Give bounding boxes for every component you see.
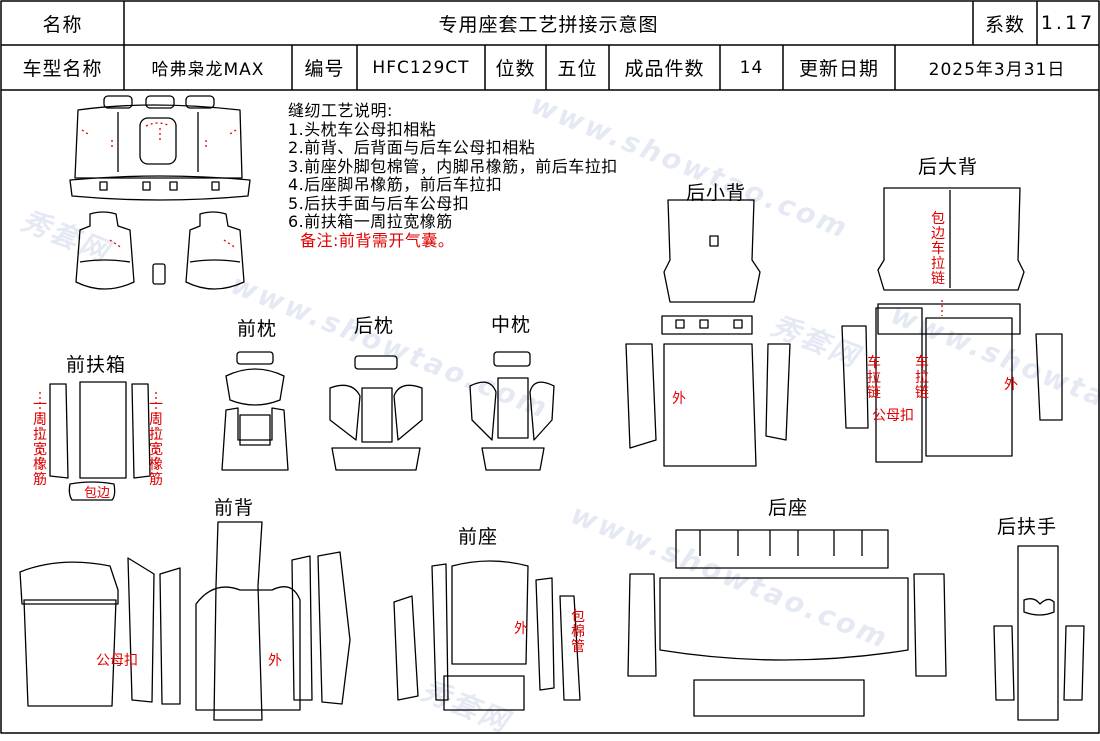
seat-overview-drawing: [69, 95, 251, 290]
label-front-headrest: 前枕: [237, 318, 278, 340]
annotation-snap-front-back: 公母扣: [96, 653, 138, 669]
label-front-back: 前背: [214, 497, 255, 519]
code-value: HFC129CT: [372, 57, 470, 78]
count-value: 14: [739, 57, 764, 78]
annotation-edge-elastic-right: 一周拉宽橡筋: [149, 397, 163, 488]
annotation-snap-rear-back: 公母扣: [872, 408, 914, 424]
coefficient-value: 1.17: [1040, 12, 1096, 34]
model-label: 车型名称: [22, 58, 103, 80]
annotation-edge-elastic-left: 一周拉宽橡筋: [33, 397, 47, 488]
label-rear-armrest: 后扶手: [997, 516, 1058, 538]
front-armrest-pieces: [49, 381, 151, 501]
model-value: 哈弗枭龙MAX: [151, 60, 265, 80]
notes-heading: 缝纫工艺说明:: [288, 101, 393, 120]
notes-item: 4.后座脚吊橡筋，前后车拉扣: [288, 175, 503, 194]
count-label: 成品件数: [624, 58, 705, 80]
name-label: 名称: [42, 13, 83, 36]
notes-item: 3.前座外脚包棉管，内脚吊橡筋，前后车拉扣: [288, 156, 618, 176]
label-rear-big-back: 后大背: [918, 156, 979, 178]
annotation-zipper-right: 车拉链: [915, 355, 929, 401]
label-front-seat: 前座: [458, 526, 499, 548]
rear-small-back-pieces: [625, 199, 791, 467]
label-rear-headrest: 后枕: [354, 315, 395, 337]
label-front-armrest: 前扶箱: [66, 354, 127, 376]
red-seam-marks: [39, 122, 943, 470]
annotation-outer-small-back: 外: [672, 391, 686, 407]
front-headrest-pieces: [221, 351, 289, 471]
code-label: 编号: [304, 58, 345, 80]
annotation-outer-rear-back: 外: [1004, 377, 1018, 393]
notes-item: 1.头枕车公母扣相粘: [288, 119, 437, 139]
annotation-edge-binding: 包边: [84, 486, 111, 501]
rear-armrest-pieces: [993, 545, 1085, 721]
notes-item: 6.前扶箱一周拉宽橡筋: [288, 212, 453, 231]
seats-label: 位数: [495, 58, 536, 80]
label-middle-headrest: 中枕: [491, 314, 532, 336]
notes-item: 5.后扶手面与后车公母扣: [288, 193, 470, 213]
annotation-cotton-tube: 包棉管: [571, 609, 585, 655]
annotation-zipper-left: 车拉链: [867, 355, 881, 401]
sewing-notes: 缝纫工艺说明: 1.头枕车公母扣相粘 2.前背、后背面与后车公母扣相粘 3.前座…: [288, 101, 618, 250]
annotation-binding-zipper: 包边车拉链: [931, 211, 945, 287]
notes-remark: 备注:前背需开气囊。: [300, 230, 455, 250]
rear-seat-pieces: [627, 529, 947, 717]
coefficient-label: 系数: [984, 13, 1025, 36]
rear-big-back-pieces: [841, 187, 1063, 463]
sheet-title: 专用座套工艺拼接示意图: [438, 13, 659, 36]
front-seat-pieces: [393, 560, 581, 711]
label-rear-small-back: 后小背: [686, 182, 747, 204]
front-back-pieces: [19, 521, 351, 721]
annotation-outer-front-back: 外: [268, 653, 282, 669]
middle-headrest-pieces: [469, 351, 555, 471]
date-value: 2025年3月31日: [928, 60, 1066, 80]
date-label: 更新日期: [798, 58, 879, 80]
notes-item: 2.前背、后背面与后车公母扣相粘: [288, 138, 536, 157]
rear-headrest-pieces: [329, 355, 423, 471]
annotation-outer-front-seat: 外: [514, 621, 528, 637]
label-rear-seat: 后座: [768, 497, 809, 519]
seats-value: 五位: [557, 58, 598, 80]
